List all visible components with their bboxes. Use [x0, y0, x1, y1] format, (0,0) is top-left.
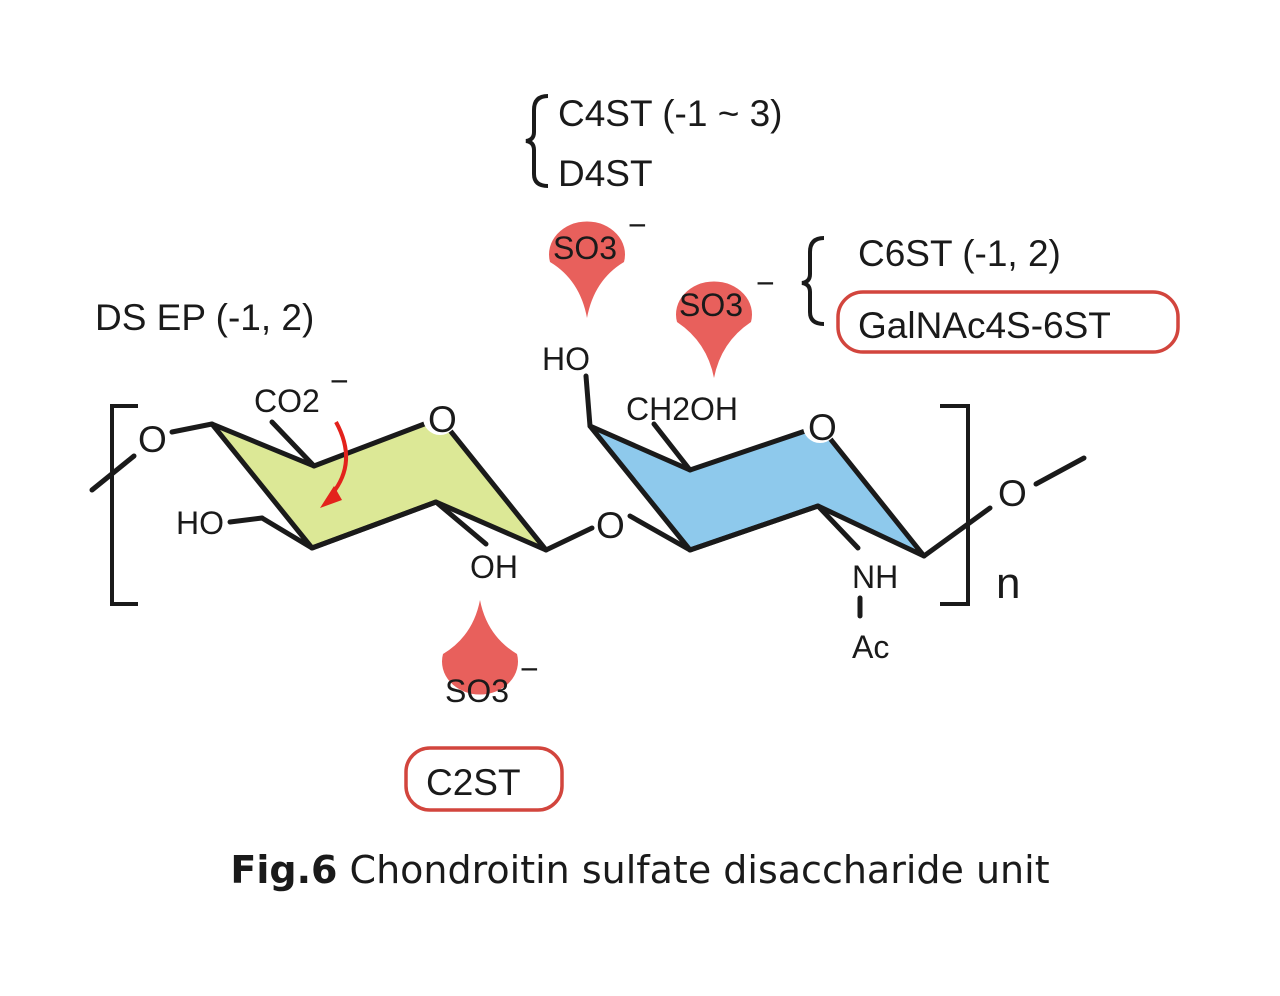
sulfate-drop-c4: SO3 −: [549, 207, 647, 318]
label-ds-ep: DS EP (-1, 2): [95, 297, 314, 338]
sulfate-drop-c2-shape: [442, 600, 518, 695]
nh-group: NH: [852, 559, 898, 595]
galnac-ring: [587, 423, 927, 559]
box-c2st: [404, 746, 564, 812]
box-galnac4s-6st: [836, 290, 1180, 354]
hydroxyl-left: HO: [176, 505, 224, 541]
bracket-left: [110, 404, 138, 606]
oxygen-right-link: O: [998, 473, 1027, 514]
uronic-acid-ring: [209, 415, 549, 553]
figure-caption: Fig.6 Chondroitin sulfate disaccharide u…: [0, 848, 1280, 892]
label-c4st: C4ST (-1 ~ 3): [558, 93, 782, 134]
ch2oh-group: CH2OH: [626, 391, 738, 427]
sulfate-drop-c2: SO3 −: [442, 600, 539, 709]
sulfate-c2-charge: −: [520, 651, 539, 687]
label-c2st: C2ST: [426, 762, 521, 803]
label-d4st: D4ST: [558, 153, 653, 194]
hydroxyl-c4: HO: [542, 341, 590, 377]
sulfate-drop-c6: SO3 −: [676, 265, 775, 378]
epimerization-arrowhead: [320, 486, 342, 508]
sulfate-drop-c6-shape: [676, 281, 752, 378]
sulfate-drop-c4-shape: [549, 221, 625, 318]
bracket-right: [940, 404, 970, 606]
caption-prefix: Fig.6: [230, 848, 338, 892]
repeat-n: n: [996, 559, 1020, 608]
chondroitin-sulfate-structure: C4ST (-1 ~ 3) D4ST C6ST (-1, 2) GalNAc4S…: [89, 93, 1180, 812]
co2-charge: −: [330, 363, 349, 399]
sulfate-c4-charge: −: [628, 207, 647, 243]
sulfate-c6-charge: −: [756, 265, 775, 301]
oxygen-left-link: O: [138, 419, 167, 460]
sulfate-c6-label: SO3: [679, 287, 743, 323]
epimerization-arrow: [330, 421, 348, 496]
oxygen-glycosidic: O: [596, 505, 625, 546]
ring-oxygen-left: O: [428, 399, 457, 440]
brace-c6st: [801, 236, 825, 326]
brace-c4st: [525, 94, 549, 188]
hydroxyl-c2: OH: [470, 549, 518, 585]
sulfate-c2-label: SO3: [445, 673, 509, 709]
label-c6st: C6ST (-1, 2): [858, 233, 1061, 274]
ring-oxygen-right: O: [808, 407, 837, 448]
caption-text: Chondroitin sulfate disaccharide unit: [349, 848, 1050, 892]
label-galnac4s-6st: GalNAc4S-6ST: [858, 305, 1111, 346]
co2-group: CO2: [254, 383, 320, 419]
sulfate-c4-label: SO3: [553, 230, 617, 266]
acetyl-group: Ac: [852, 629, 889, 665]
